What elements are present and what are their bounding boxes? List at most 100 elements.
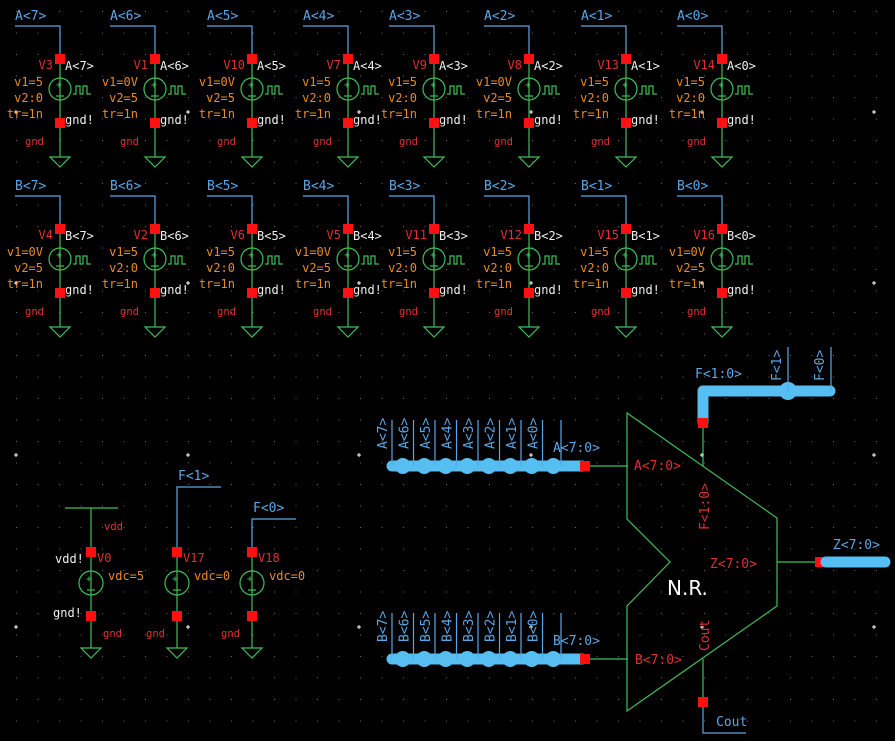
alu-block-nr[interactable]: A<7:0> B<7:0> Z<7:0> F<1:0> Cout N.R. <box>626 411 778 713</box>
source-bottom-pin[interactable] <box>429 118 439 128</box>
v17-bottom-pin[interactable] <box>172 611 182 621</box>
source-top-pin[interactable] <box>429 54 439 64</box>
grid-dot <box>725 140 727 141</box>
source-bottom-pin[interactable] <box>621 118 631 128</box>
grid-dot <box>59 570 60 571</box>
dc-source-v18[interactable]: F<0> V18 + vdc=0 gnd <box>221 501 305 659</box>
source-top-pin[interactable] <box>621 54 631 64</box>
source-param: tr=1n <box>476 277 512 291</box>
v17-top-pin[interactable] <box>172 547 182 557</box>
f0-net-wire <box>251 518 296 551</box>
source-top-pin[interactable] <box>247 54 257 64</box>
bus-b-pin[interactable] <box>580 654 590 664</box>
source-top-pin[interactable] <box>717 224 727 234</box>
source-bottom-pin[interactable] <box>247 288 257 298</box>
cout-output[interactable]: Cout <box>698 659 747 734</box>
source-top-pin[interactable] <box>524 54 534 64</box>
source-bottom-pin[interactable] <box>150 288 160 298</box>
source-bottom-pin[interactable] <box>717 118 727 128</box>
grid-dot <box>510 140 512 141</box>
source-bottom-pin[interactable] <box>621 288 631 298</box>
source-bottom-pin[interactable] <box>55 288 65 298</box>
grid-dot <box>37 441 39 442</box>
grid-dot <box>123 376 125 378</box>
source-top-pin[interactable] <box>55 224 65 234</box>
grid-dot <box>768 398 770 399</box>
cout-pin[interactable] <box>698 697 708 707</box>
source-bottom-pin[interactable] <box>247 118 257 128</box>
source-top-pin[interactable] <box>150 224 160 234</box>
source-top-pin[interactable] <box>55 54 65 64</box>
bus-f-wire[interactable] <box>697 385 836 428</box>
v18-bottom-pin[interactable] <box>247 611 257 621</box>
source-top-pin[interactable] <box>343 224 353 234</box>
dc-source-v0[interactable]: vdd vdd! V0 + vdc=5 gnd! gnd <box>53 507 144 659</box>
bus-a-pin[interactable] <box>580 461 590 471</box>
grid-dot <box>725 312 727 313</box>
v0-bottom-pin[interactable] <box>86 611 96 621</box>
alu-block-outline[interactable] <box>626 411 778 713</box>
grid-dot <box>274 441 275 442</box>
source-top-pin[interactable] <box>621 224 631 234</box>
grid-dot <box>467 527 469 528</box>
grid-dot <box>876 97 877 98</box>
grid-dot <box>618 140 619 141</box>
source-bottom-pin[interactable] <box>150 118 160 128</box>
source-bottom-pin[interactable] <box>55 118 65 128</box>
bus-f[interactable]: F<1> F<0> F<1:0> <box>695 347 836 466</box>
source-top-pin[interactable] <box>717 54 727 64</box>
grid-dot <box>80 75 82 77</box>
dc-source-v17[interactable]: F<1> V17 + vdc=0 gnd <box>146 469 230 659</box>
source-bottom-pin[interactable] <box>524 118 534 128</box>
grid-dot <box>811 527 813 528</box>
source-bottom-pin[interactable] <box>429 288 439 298</box>
grid-dot <box>704 677 705 679</box>
source-top-pin[interactable] <box>150 54 160 64</box>
source-bottom-pin[interactable] <box>524 288 534 298</box>
source-bottom-pin[interactable] <box>343 288 353 298</box>
source-bottom-pin[interactable] <box>717 288 727 298</box>
grid-dot <box>704 613 705 614</box>
grid-dot <box>424 613 426 614</box>
grid-dot <box>682 720 684 722</box>
v0-top-pin[interactable] <box>86 547 96 557</box>
grid-dot <box>59 462 60 464</box>
grid-dot <box>790 441 791 442</box>
bus-z[interactable]: Z<7:0> <box>777 538 891 568</box>
bus-f-pin[interactable] <box>698 418 708 428</box>
bus-z-pin[interactable] <box>815 557 825 567</box>
bus-a[interactable]: A<7>A<6>A<5>A<4>A<3>A<2>A<1>A<0> A<7:0> <box>376 418 628 474</box>
bus-b[interactable]: B<7>B<6>B<5>B<4>B<3>B<2>B<1>B<0> B<7:0> <box>376 611 628 667</box>
source-top-pin[interactable] <box>429 224 439 234</box>
grid-dot <box>876 118 877 120</box>
grid-dot <box>876 32 877 34</box>
grid-dot <box>833 355 834 356</box>
grid-dot <box>360 269 361 270</box>
grid-dot <box>596 720 598 722</box>
v18-top-pin[interactable] <box>247 547 257 557</box>
grid-dot <box>854 699 856 700</box>
source-bottom-pin[interactable] <box>343 118 353 128</box>
source-top-pin[interactable] <box>524 224 534 234</box>
source-top-pin[interactable] <box>343 54 353 64</box>
source-top-pin[interactable] <box>247 224 257 234</box>
grid-dot <box>166 97 168 98</box>
grid-dot <box>790 634 791 636</box>
